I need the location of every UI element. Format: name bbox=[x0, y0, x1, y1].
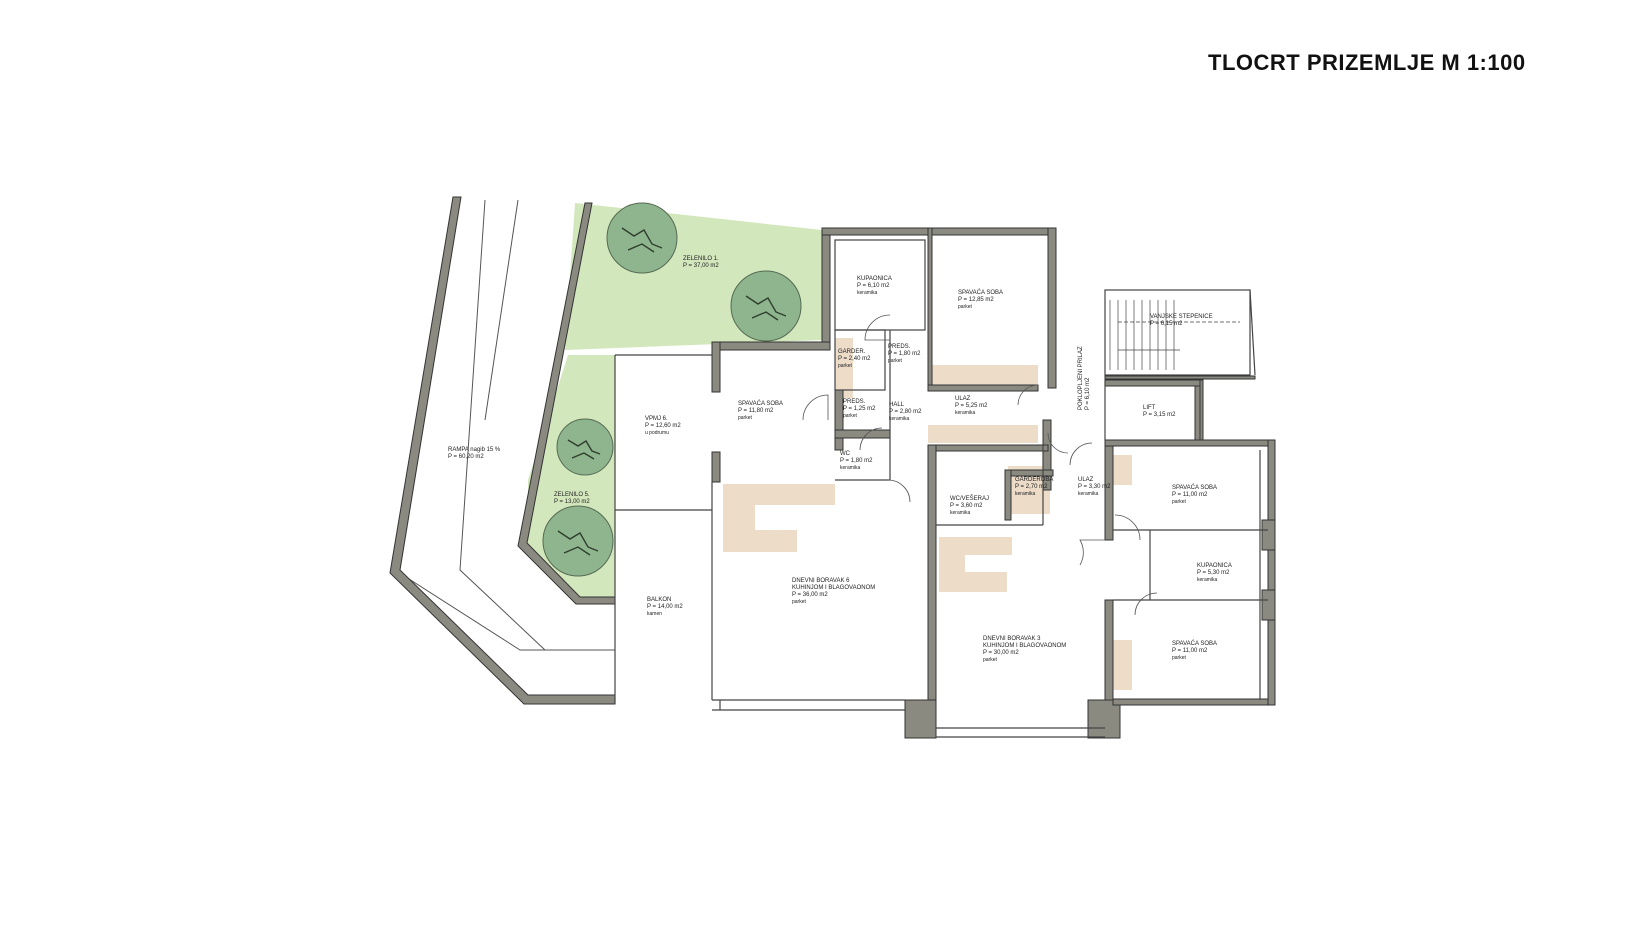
room-label-zelenilo1: ZELENILO 1.P = 37,00 m2 bbox=[683, 256, 719, 269]
room-label-prilaz: POKLOPLJENI PRILAZP = 6,10 m2 bbox=[1078, 346, 1091, 410]
room-label-zelenilo5: ZELENILO 5.P = 13,00 m2 bbox=[554, 492, 590, 505]
floor-tiles bbox=[723, 338, 1132, 690]
plan-title: TLOCRT PRIZEMLJE M 1:100 bbox=[1208, 50, 1526, 75]
room-label-rampa: RAMPA nagib 15 %P = 60,20 m2 bbox=[448, 447, 501, 460]
stair-treads bbox=[1109, 300, 1240, 370]
walls bbox=[389, 196, 1276, 739]
partitions bbox=[614, 239, 1268, 738]
doors bbox=[802, 314, 1158, 616]
trees bbox=[542, 202, 802, 577]
